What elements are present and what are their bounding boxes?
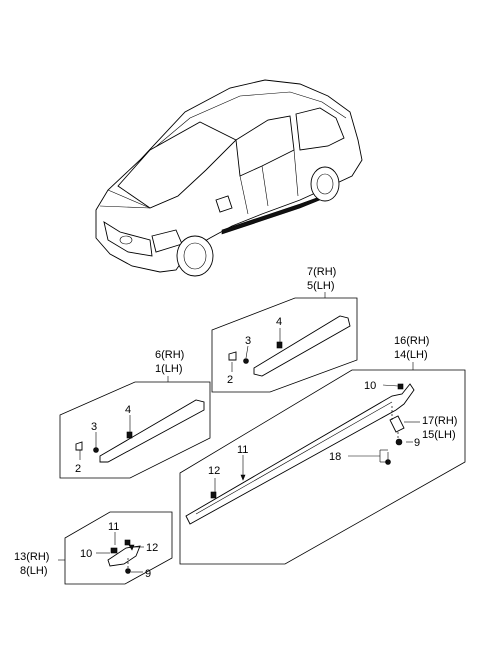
label-part-13-rh: 13(RH) [14, 551, 49, 563]
panel-end-piece: 13(RH) 8(LH) 11 10 12 9 [14, 511, 173, 585]
label-part-12-sill: 12 [208, 465, 220, 477]
label-part-1-lh: 1(LH) [155, 363, 183, 375]
label-part-17-rh: 17(RH) [422, 415, 457, 427]
panel-middle-moulding: 6(RH) 1(LH) 4 3 2 [59, 349, 211, 479]
label-part-2-upper: 2 [227, 374, 233, 386]
label-part-11-end: 11 [108, 521, 119, 533]
label-part-10-end: 10 [80, 548, 92, 560]
label-part-10-sill: 10 [364, 380, 376, 392]
label-part-9-end: 9 [145, 568, 151, 580]
label-part-4-upper: 4 [276, 316, 282, 328]
label-part-12-end: 12 [146, 542, 158, 554]
label-part-4-middle: 4 [125, 404, 131, 416]
label-part-3-upper: 3 [245, 335, 251, 347]
panel-upper-moulding: 7(RH) 5(LH) 4 3 2 [211, 266, 358, 393]
label-part-15-lh: 15(LH) [422, 429, 456, 441]
label-part-16-rh: 16(RH) [394, 335, 429, 347]
panel-side-sill-moulding: 16(RH) 14(LH) 10 17(RH) 15(LH) 9 18 11 1… [179, 335, 466, 565]
label-part-3-middle: 3 [91, 421, 97, 433]
label-part-2-middle: 2 [75, 463, 81, 475]
label-part-8-lh: 8(LH) [20, 565, 48, 577]
label-part-18: 18 [329, 451, 341, 463]
label-part-9-sill: 9 [414, 437, 420, 449]
label-part-11-sill: 11 [237, 444, 248, 456]
vehicle-illustration [95, 79, 363, 277]
label-part-7-rh: 7(RH) [307, 266, 336, 278]
label-part-5-lh: 5(LH) [307, 280, 335, 292]
label-part-6-rh: 6(RH) [155, 349, 184, 361]
label-part-14-lh: 14(LH) [394, 349, 428, 361]
